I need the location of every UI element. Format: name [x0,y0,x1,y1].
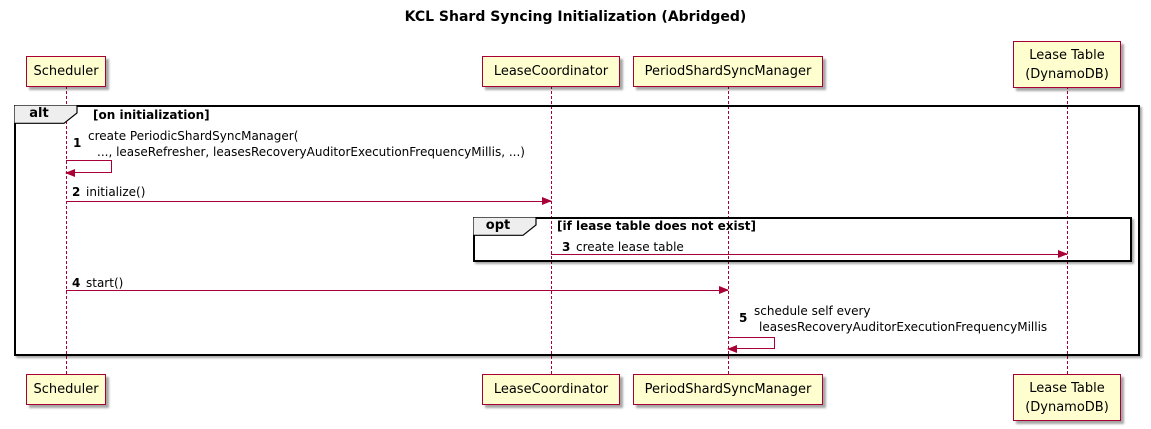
message-3-arrow [551,250,1068,259]
opt-frame-label: opt [485,218,511,233]
message-2-arrow [66,197,552,206]
participant-label-line2: (DynamoDB) [1025,399,1109,415]
participant-lease-coordinator-bottom: LeaseCoordinator [482,374,620,405]
alt-frame-label: alt [29,106,49,121]
participant-period-shard-sync-manager-top: PeriodShardSyncManager [633,56,823,87]
participant-label: Scheduler [33,64,99,79]
arrowhead-right-icon [1058,250,1068,259]
opt-frame-condition: [if lease table does not exist] [557,219,757,233]
message-5-self-arrow [727,337,775,353]
participant-label: LeaseCoordinator [493,382,609,397]
message-5-text-line1: schedule self every [754,304,871,318]
participant-lease-table-bottom: Lease Table (DynamoDB) [1013,374,1121,421]
participant-scheduler-top: Scheduler [26,56,106,87]
participant-label-line1: Lease Table [1029,380,1105,396]
participant-scheduler-bottom: Scheduler [26,374,106,405]
arrowhead-right-icon [542,197,552,206]
message-4-text: start() [86,276,124,290]
message-2-number: 2 [72,185,81,199]
participant-label-line2: (DynamoDB) [1025,66,1109,82]
participant-label-line1: Lease Table [1029,47,1105,63]
message-2-text: initialize() [86,185,146,199]
lifeline-period-shard-sync-manager [728,86,729,374]
participant-label: LeaseCoordinator [493,64,609,79]
participant-label: Scheduler [33,382,99,397]
arrowhead-left-icon [727,345,737,353]
arrowhead-right-icon [719,286,729,295]
message-5-number: 5 [739,311,748,325]
pentagon-shape-icon [473,217,537,236]
opt-frame [473,217,1132,262]
alt-frame-pentagon: alt [14,105,78,124]
message-5-text-line2: leasesRecoveryAuditorExecutionFrequencyM… [759,320,1048,334]
participant-lease-table-top: Lease Table (DynamoDB) [1013,41,1121,88]
message-3-number: 3 [562,240,571,254]
message-4-number: 4 [72,276,81,290]
message-1-text-line2: ..., leaseRefresher, leasesRecoveryAudit… [97,145,525,159]
lifeline-lease-coordinator [551,86,552,374]
pentagon-shape-icon [14,105,78,124]
opt-frame-pentagon: opt [473,217,537,236]
lifeline-scheduler [66,86,67,374]
message-1-text-line1: create PeriodicShardSyncManager( [88,129,299,143]
participant-label: PeriodShardSyncManager [644,64,812,79]
participant-lease-coordinator-top: LeaseCoordinator [482,56,620,87]
participant-label: PeriodShardSyncManager [644,382,812,397]
lifeline-lease-table [1067,86,1068,374]
participant-period-shard-sync-manager-bottom: PeriodShardSyncManager [633,374,823,405]
alt-frame [14,105,1140,356]
message-1-number: 1 [73,136,82,150]
alt-frame-condition: [on initialization] [93,108,210,122]
message-1-self-arrow [65,160,112,177]
message-4-arrow [66,286,729,295]
diagram-title: KCL Shard Syncing Initialization (Abridg… [404,9,747,25]
arrowhead-left-icon [65,169,75,177]
message-3-text: create lease table [576,240,684,254]
